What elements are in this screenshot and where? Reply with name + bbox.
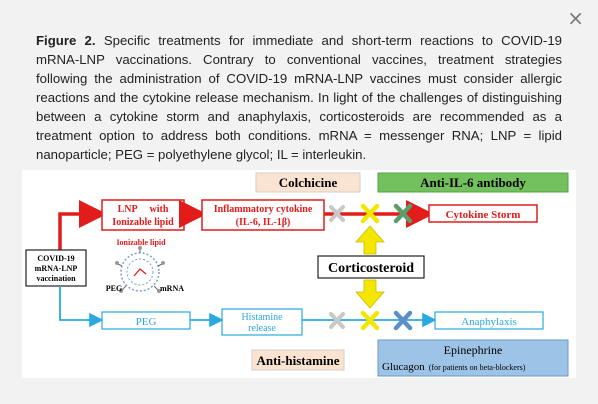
glucagon-note: (for patients on beta-blockers) bbox=[429, 363, 526, 372]
epinephrine-label: Epinephrine bbox=[444, 343, 503, 357]
anaphylaxis-label: Anaphylaxis bbox=[461, 316, 517, 328]
vaccine-box bbox=[25, 249, 87, 287]
colchicine-label: Colchicine bbox=[279, 175, 338, 190]
corticosteroid-label: Corticosteroid bbox=[328, 261, 414, 276]
colchicine-box bbox=[255, 172, 361, 193]
blue-arrow-1 bbox=[59, 286, 104, 328]
anti-histamine-box bbox=[251, 349, 345, 371]
anti-il6-box bbox=[377, 172, 569, 193]
histamine-line2: release bbox=[248, 323, 276, 334]
red-arrow-1 bbox=[58, 200, 107, 250]
treatment-diagram: Colchicine Anti-IL-6 antibody LNP with I… bbox=[25, 172, 569, 377]
close-icon[interactable]: × bbox=[567, 6, 584, 30]
histamine-box bbox=[221, 308, 303, 336]
vaccine-line2: mRNA-LNP bbox=[35, 264, 78, 273]
peg-small-label: PEG bbox=[106, 284, 122, 293]
cross-blue-bottom bbox=[393, 310, 413, 331]
cytokine-line1: Inflammatory cytokine bbox=[214, 204, 313, 215]
caption-text: Specific treatments for immediate and sh… bbox=[36, 33, 562, 162]
figure-label: Figure 2. bbox=[36, 33, 96, 48]
cross-grey-top bbox=[329, 205, 345, 222]
lnp-line1: LNP with bbox=[118, 204, 169, 215]
vaccine-line1: COVID-19 bbox=[37, 254, 74, 263]
lnp-line2: Ionizable lipid bbox=[112, 217, 174, 228]
cross-grey-bottom bbox=[329, 312, 345, 329]
figure-caption: Figure 2. Specific treatments for immedi… bbox=[36, 31, 562, 164]
cross-green-top bbox=[393, 203, 413, 224]
corticosteroid-up-arrow bbox=[355, 225, 385, 255]
figure-image: Colchicine Anti-IL-6 antibody LNP with I… bbox=[22, 170, 576, 378]
histamine-line1: Histamine bbox=[241, 312, 283, 323]
lnp-box bbox=[101, 199, 185, 231]
cytokine-box bbox=[201, 199, 325, 231]
glucagon-text: Glucagon bbox=[382, 361, 425, 373]
epinephrine-box bbox=[377, 339, 569, 377]
anti-il6-label: Anti-IL-6 antibody bbox=[420, 175, 526, 190]
lnp-particle-icon bbox=[115, 246, 165, 293]
anti-histamine-label: Anti-histamine bbox=[256, 353, 339, 368]
glucagon-label: Glucagon (for patients on beta-blockers) bbox=[382, 361, 526, 373]
cross-yellow-bottom bbox=[360, 310, 380, 331]
vaccine-line3: vaccination bbox=[36, 274, 76, 283]
ionizable-lipid-label: Ionizable lipid bbox=[116, 238, 166, 247]
corticosteroid-box bbox=[317, 255, 425, 279]
cytokine-storm-label: Cytokine Storm bbox=[446, 209, 521, 221]
cross-yellow-top bbox=[360, 203, 380, 224]
corticosteroid-down-arrow bbox=[355, 279, 385, 309]
cytokine-line2: (IL-6, IL-1β) bbox=[236, 217, 291, 228]
mrna-small-label: mRNA bbox=[160, 284, 184, 293]
peg-box-label: PEG bbox=[136, 316, 157, 328]
cytokine-storm-box bbox=[428, 204, 538, 223]
anaphylaxis-box bbox=[434, 311, 544, 330]
